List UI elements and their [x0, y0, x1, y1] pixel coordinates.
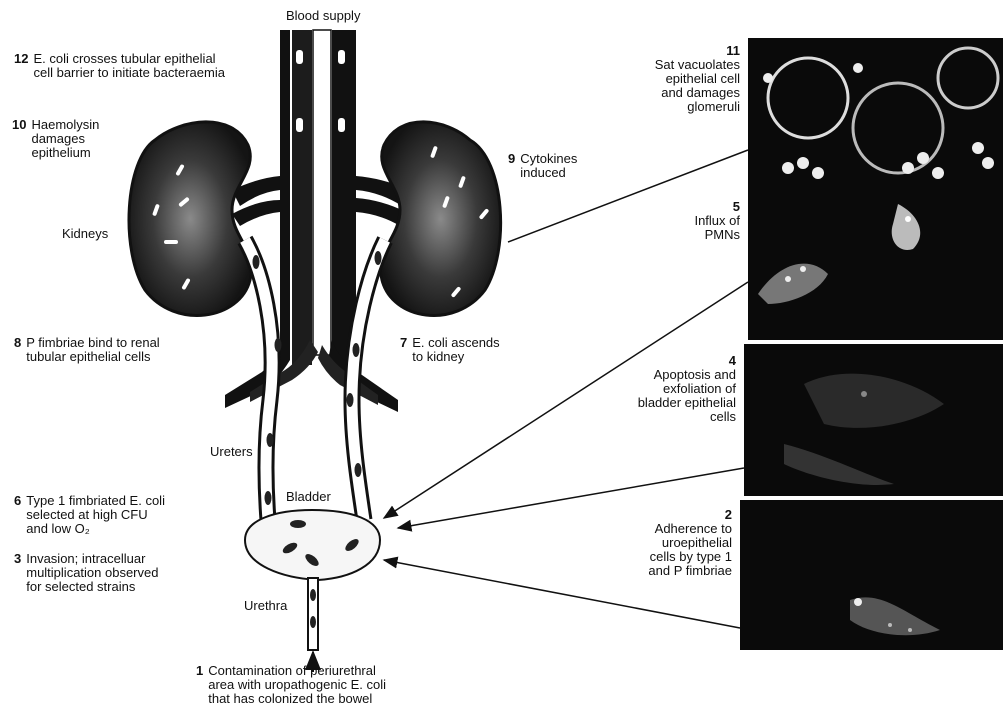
micrograph-panel-5	[748, 194, 1003, 340]
urethra-label: Urethra	[244, 598, 287, 613]
blood-supply-label: Blood supply	[286, 8, 360, 23]
step-2-label: 2 Adherence to uroepithelial cells by ty…	[596, 508, 732, 578]
ureters-label: Ureters	[210, 444, 253, 459]
left-kidney	[129, 122, 252, 316]
micrograph-panel-2	[740, 500, 1003, 650]
bladder	[245, 510, 380, 672]
step-4-label: 4 Apoptosis and exfoliation of bladder e…	[580, 354, 736, 424]
kidneys-label: Kidneys	[62, 226, 108, 241]
right-kidney	[380, 122, 500, 316]
blood-vessels	[225, 30, 410, 412]
step-11-label: 11 Sat vacuolates epithelial cell and da…	[600, 44, 740, 114]
micrograph-panel-4	[744, 344, 1003, 496]
bladder-label: Bladder	[286, 489, 331, 504]
micrograph-panel-11	[748, 38, 1003, 194]
step-5-label: 5 Influx of PMNs	[620, 200, 740, 242]
